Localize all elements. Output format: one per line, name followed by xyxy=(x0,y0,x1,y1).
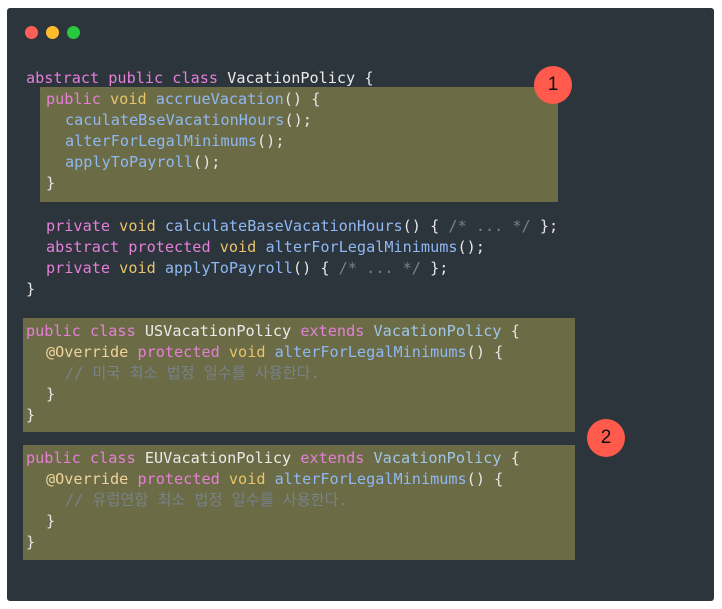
code-line: @Override protected void alterForLegalMi… xyxy=(46,469,503,490)
punct: () { xyxy=(466,470,504,488)
type: void xyxy=(228,343,266,361)
keyword: public class xyxy=(26,322,136,340)
minimize-dot-icon[interactable] xyxy=(46,26,59,39)
code-line: applyToPayroll(); xyxy=(65,152,220,173)
function-name: applyToPayroll xyxy=(164,259,293,277)
punct: (); xyxy=(284,111,312,129)
function-name: alterForLegalMinimums xyxy=(65,132,258,150)
highlight-block-2 xyxy=(23,318,575,432)
keyword: protected xyxy=(137,470,220,488)
punct: } xyxy=(46,385,56,403)
code-line: private void calculateBaseVacationHours(… xyxy=(46,216,558,237)
window-controls xyxy=(25,26,80,39)
keyword: protected xyxy=(137,343,220,361)
punct: } xyxy=(26,406,36,424)
parent-class-name: VacationPolicy xyxy=(373,449,502,467)
function-name: alterForLegalMinimums xyxy=(265,238,458,256)
callout-badge-1: 1 xyxy=(534,66,572,104)
callout-badge-2: 2 xyxy=(587,419,625,457)
keyword: public xyxy=(46,90,101,108)
punct: { xyxy=(364,69,374,87)
close-dot-icon[interactable] xyxy=(25,26,38,39)
code-line: public class USVacationPolicy extends Va… xyxy=(26,321,520,342)
annotation: @Override xyxy=(46,343,129,361)
punct: }; xyxy=(539,217,559,235)
code-line: private void applyToPayroll() { /* ... *… xyxy=(46,258,448,279)
keyword: abstract public class xyxy=(26,69,219,87)
punct: (); xyxy=(257,132,285,150)
highlight-block-1 xyxy=(40,87,558,202)
code-line: @Override protected void alterForLegalMi… xyxy=(46,342,503,363)
comment: /* ... */ xyxy=(448,217,531,235)
keyword: extends xyxy=(300,322,365,340)
punct: () { xyxy=(402,217,440,235)
code-window: abstract public class VacationPolicy { p… xyxy=(7,8,714,601)
punct: () { xyxy=(283,90,321,108)
punct: { xyxy=(510,449,520,467)
code-line: abstract public class VacationPolicy { xyxy=(26,68,374,89)
function-name: alterForLegalMinimums xyxy=(274,470,467,488)
badge-label: 2 xyxy=(600,427,612,448)
code-line: } xyxy=(26,279,35,300)
punct: (); xyxy=(193,153,221,171)
punct: } xyxy=(46,512,56,530)
punct: } xyxy=(26,533,36,551)
keyword: extends xyxy=(300,449,365,467)
comment: // 미국 최소 법정 일수를 사용한다. xyxy=(65,364,320,382)
code-line: alterForLegalMinimums(); xyxy=(65,131,284,152)
code-line: } xyxy=(46,384,55,405)
code-line: } xyxy=(26,532,35,553)
class-name: USVacationPolicy xyxy=(144,322,292,340)
function-name: calculateBaseVacationHours xyxy=(164,217,403,235)
highlight-block-3 xyxy=(23,445,575,560)
punct: }; xyxy=(430,259,449,277)
type: void xyxy=(119,217,156,235)
punct: () { xyxy=(292,259,330,277)
code-line: } xyxy=(46,511,55,532)
function-name: alterForLegalMinimums xyxy=(274,343,467,361)
function-name: applyToPayroll xyxy=(65,153,194,171)
badge-label: 1 xyxy=(547,74,559,95)
type: void xyxy=(219,238,257,256)
parent-class-name: VacationPolicy xyxy=(373,322,502,340)
keyword: abstract protected xyxy=(46,238,211,256)
punct: () { xyxy=(466,343,504,361)
punct: } xyxy=(46,174,56,192)
code-line: // 유럽연합 최소 법정 일수를 사용한다. xyxy=(65,490,348,511)
punct: { xyxy=(510,322,520,340)
code-line: public class EUVacationPolicy extends Va… xyxy=(26,448,520,469)
code-line: // 미국 최소 법정 일수를 사용한다. xyxy=(65,363,320,384)
class-name: VacationPolicy xyxy=(227,69,356,87)
comment: // 유럽연합 최소 법정 일수를 사용한다. xyxy=(65,491,348,509)
code-line: public void accrueVacation() { xyxy=(46,89,320,110)
keyword: public class xyxy=(26,449,136,467)
comment: /* ... */ xyxy=(338,259,421,277)
code-line: caculateBseVacationHours(); xyxy=(65,110,312,131)
function-name: accrueVacation xyxy=(155,90,284,108)
class-name: EUVacationPolicy xyxy=(144,449,292,467)
code-line: } xyxy=(26,405,35,426)
type: void xyxy=(110,90,147,108)
annotation: @Override xyxy=(46,470,129,488)
keyword: private xyxy=(46,259,111,277)
type: void xyxy=(119,259,156,277)
type: void xyxy=(228,470,266,488)
keyword: private xyxy=(46,217,111,235)
code-line: } xyxy=(46,173,55,194)
punct: (); xyxy=(457,238,485,256)
punct: } xyxy=(26,280,36,298)
function-name: caculateBseVacationHours xyxy=(65,111,285,129)
maximize-dot-icon[interactable] xyxy=(67,26,80,39)
code-line: abstract protected void alterForLegalMin… xyxy=(46,237,485,258)
